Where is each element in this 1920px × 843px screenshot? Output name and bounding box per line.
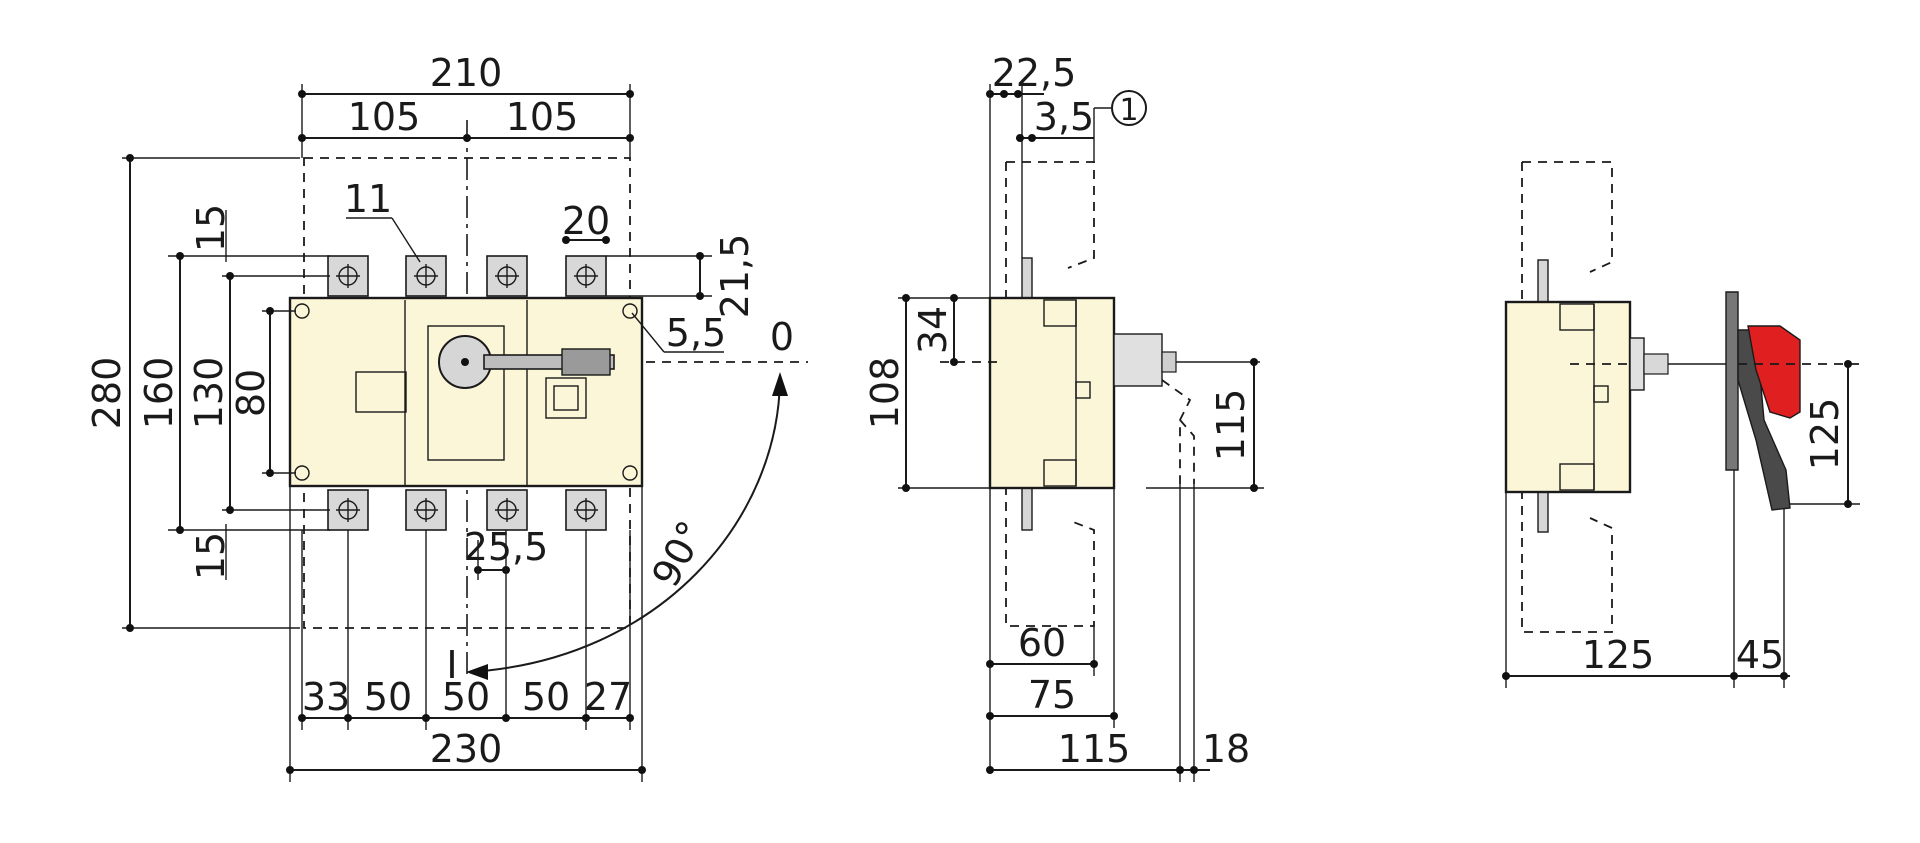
front-view: 210 105 105 280 160 130 80 15 15 11 20 2… bbox=[85, 51, 808, 782]
dim-108: 108 bbox=[863, 357, 907, 430]
handle-view: 125 125 45 bbox=[1502, 161, 1860, 688]
angle-0: 0 bbox=[770, 315, 794, 359]
dim-50-c: 50 bbox=[522, 675, 570, 719]
callout-1: 1 bbox=[1119, 93, 1138, 128]
dim-15-top: 15 bbox=[189, 204, 233, 252]
mounting-hole bbox=[622, 465, 638, 481]
dim-22-5: 22,5 bbox=[992, 51, 1077, 95]
handle-red-grip bbox=[1747, 325, 1801, 419]
side-body bbox=[988, 296, 1116, 490]
dim-160: 160 bbox=[137, 357, 181, 430]
dim-130: 130 bbox=[187, 357, 231, 430]
dim-3-5: 3,5 bbox=[1034, 95, 1094, 139]
dim-50-a: 50 bbox=[364, 675, 412, 719]
dim-5-5: 5,5 bbox=[666, 311, 726, 355]
callout-circle bbox=[1111, 90, 1147, 126]
dim-15-bottom: 15 bbox=[189, 532, 233, 580]
dim-210: 210 bbox=[430, 51, 503, 95]
switch-body bbox=[288, 296, 644, 488]
mounting-hole bbox=[622, 303, 638, 319]
dim-115-horizontal: 115 bbox=[1058, 727, 1131, 771]
dim-50-b: 50 bbox=[442, 675, 490, 719]
dim-115-vertical: 115 bbox=[1209, 389, 1253, 462]
rotation-arc bbox=[469, 375, 781, 673]
dim-60: 60 bbox=[1018, 621, 1066, 665]
angle-90: 90° bbox=[643, 514, 713, 594]
dim-25-5: 25,5 bbox=[464, 525, 549, 569]
dim-125-horizontal: 125 bbox=[1582, 633, 1655, 677]
dim-105-right: 105 bbox=[506, 95, 579, 139]
dim-20: 20 bbox=[562, 199, 610, 243]
dim-280: 280 bbox=[85, 357, 129, 430]
dim-45: 45 bbox=[1736, 633, 1784, 677]
dim-27: 27 bbox=[584, 675, 632, 719]
dim-33: 33 bbox=[302, 675, 350, 719]
bottom-terminals bbox=[327, 489, 607, 531]
dim-11: 11 bbox=[344, 177, 392, 221]
dim-125-vertical: 125 bbox=[1803, 398, 1847, 471]
side-view: 1 22,5 3,5 108 34 115 60 75 115 18 bbox=[863, 51, 1264, 782]
handle-view-body bbox=[1504, 300, 1632, 494]
dim-18: 18 bbox=[1202, 727, 1250, 771]
dim-105-left: 105 bbox=[348, 95, 421, 139]
position-I: I bbox=[446, 643, 457, 687]
door-panel bbox=[1725, 291, 1739, 471]
dim-75: 75 bbox=[1028, 673, 1076, 717]
top-terminals bbox=[327, 255, 607, 297]
dim-34: 34 bbox=[911, 306, 955, 354]
dim-230: 230 bbox=[430, 727, 503, 771]
dim-21-5: 21,5 bbox=[713, 234, 757, 319]
dim-80: 80 bbox=[229, 369, 273, 417]
